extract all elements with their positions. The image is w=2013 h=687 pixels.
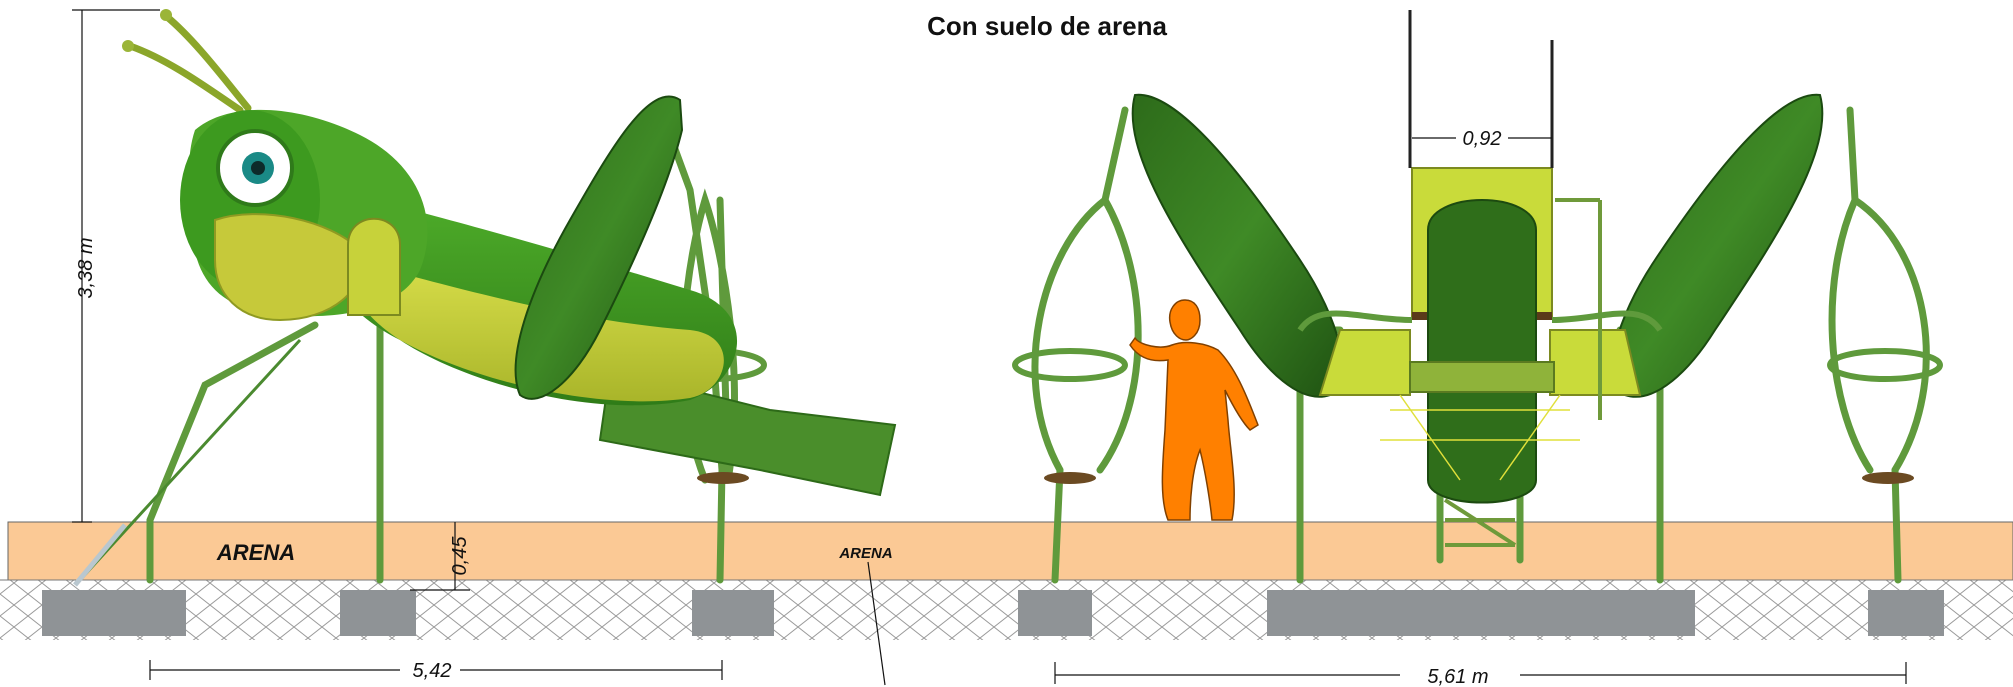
front-view-grasshopper [1012, 10, 1943, 584]
height-dimension [72, 9, 160, 523]
arena-leader-line [867, 561, 886, 686]
arena-label-small: ARENA [838, 545, 892, 562]
ground-hatch [0, 580, 2013, 640]
height-dimension-label: 3,38 m [75, 237, 97, 298]
diagram-title: Con suelo de arena [927, 11, 1167, 41]
side-view-grasshopper [73, 9, 897, 587]
front-width-dimension-label: 5,61 m [1427, 666, 1488, 687]
sand-layer [7, 521, 2013, 581]
depth-dimension [410, 522, 470, 591]
side-width-dimension-label: 5,42 [413, 660, 452, 682]
front-width-dimension [1054, 662, 1907, 684]
arena-label-large: ARENA [216, 540, 295, 565]
side-width-dimension [149, 660, 723, 680]
depth-dimension-label: 0,45 [449, 536, 471, 576]
child-silhouette [1129, 299, 1259, 521]
slide-width-dimension-label: 0,92 [1463, 128, 1502, 150]
foundations [42, 590, 1944, 636]
